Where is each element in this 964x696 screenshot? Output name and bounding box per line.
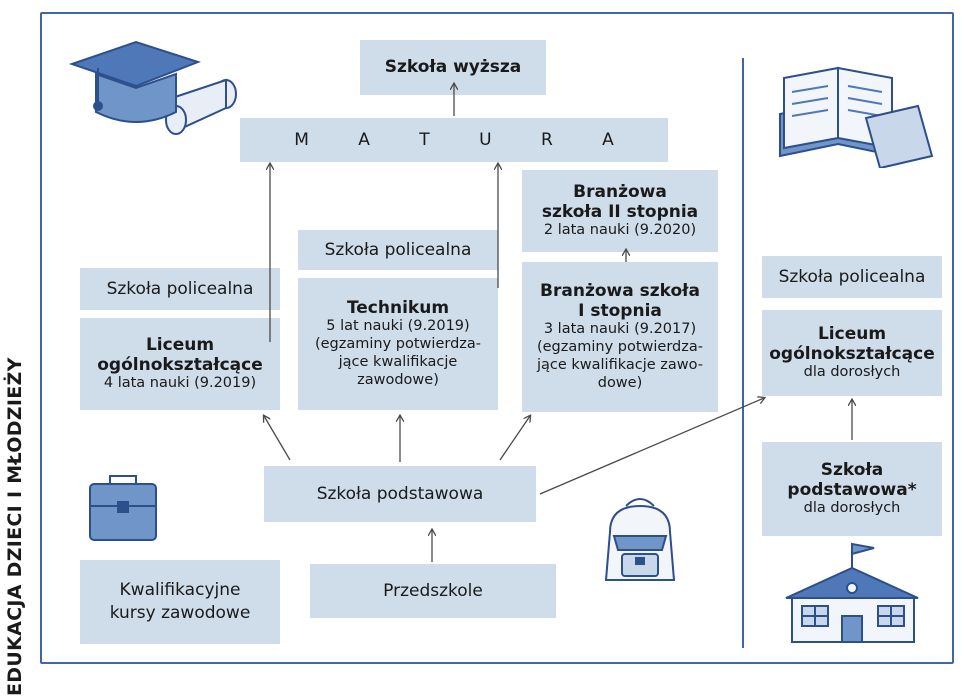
box-szkola-podstawowa-label: Szkoła podstawowa [316, 483, 484, 504]
box-liceum-title: Liceum ogólnokształcące [97, 334, 263, 376]
box-liceum: Liceum ogólnokształcące 4 lata nauki (9.… [80, 318, 280, 410]
box-liceum-sub: 4 lata nauki (9.2019) [103, 375, 257, 392]
box-matura: M A T U R A [240, 118, 668, 162]
box-branzowa-1-title: Branżowa szkoła I stopnia [540, 280, 700, 322]
box-policealna-right: Szkoła policealna [762, 256, 942, 298]
box-technikum-title: Technikum [346, 297, 450, 318]
diagram-frame [40, 12, 954, 664]
arrow-podstawowa-to-branzowa1 [499, 416, 530, 461]
box-podstawowa-dorosli-title: Szkoła podstawowa* [787, 459, 917, 501]
briefcase-icon [89, 475, 157, 541]
adult-section-divider [742, 58, 744, 648]
box-technikum-sub: 5 lat nauki (9.2019) (egzaminy potwierdz… [314, 318, 482, 389]
box-policealna-left: Szkoła policealna [80, 268, 280, 310]
backpack-icon [604, 498, 676, 581]
box-podstawowa-dorosli-sub: dla dorosłych [803, 500, 901, 517]
box-przedszkole-label: Przedszkole [383, 580, 483, 601]
box-kursy: Kwalifikacyjne kursy zawodowe [80, 560, 280, 644]
box-policealna-right-label: Szkoła policealna [778, 266, 926, 287]
box-branzowa-1: Branżowa szkoła I stopnia 3 lata nauki (… [522, 262, 718, 412]
box-liceum-dorosli-title: Liceum ogólnokształcące [769, 323, 935, 365]
graduation-cap-icon [68, 40, 237, 135]
box-podstawowa-dorosli: Szkoła podstawowa* dla dorosłych [762, 442, 942, 536]
box-policealna-mid: Szkoła policealna [298, 230, 498, 270]
box-policealna-left-label: Szkoła policealna [106, 278, 254, 299]
arrow-podstawowa-to-liceum [264, 416, 291, 461]
open-books-icon [779, 66, 934, 168]
box-kursy-label: Kwalifikacyjne kursy zawodowe [109, 580, 251, 623]
box-szkola-podstawowa: Szkoła podstawowa [264, 466, 536, 522]
box-technikum: Technikum 5 lat nauki (9.2019) (egzaminy… [298, 278, 498, 410]
box-branzowa-2-title: Branżowa szkoła II stopnia [541, 181, 699, 223]
box-liceum-dorosli-sub: dla dorosłych [803, 364, 901, 381]
box-policealna-mid-label: Szkoła policealna [324, 239, 472, 260]
box-liceum-dorosli: Liceum ogólnokształcące dla dorosłych [762, 310, 942, 396]
box-branzowa-2: Branżowa szkoła II stopnia 2 lata nauki … [522, 170, 718, 252]
box-matura-label: M A T U R A [294, 129, 636, 150]
school-building-icon [785, 542, 919, 643]
box-branzowa-1-sub: 3 lata nauki (9.2017) (egzaminy potwierd… [536, 321, 704, 392]
box-szkola-wyzsza: Szkoła wyższa [360, 40, 546, 95]
box-branzowa-2-sub: 2 lata nauki (9.2020) [543, 222, 697, 239]
box-szkola-wyzsza-title: Szkoła wyższa [384, 57, 522, 78]
box-przedszkole: Przedszkole [310, 564, 556, 618]
arrow-podstawowa-to-liceum-dorosli [539, 398, 764, 495]
